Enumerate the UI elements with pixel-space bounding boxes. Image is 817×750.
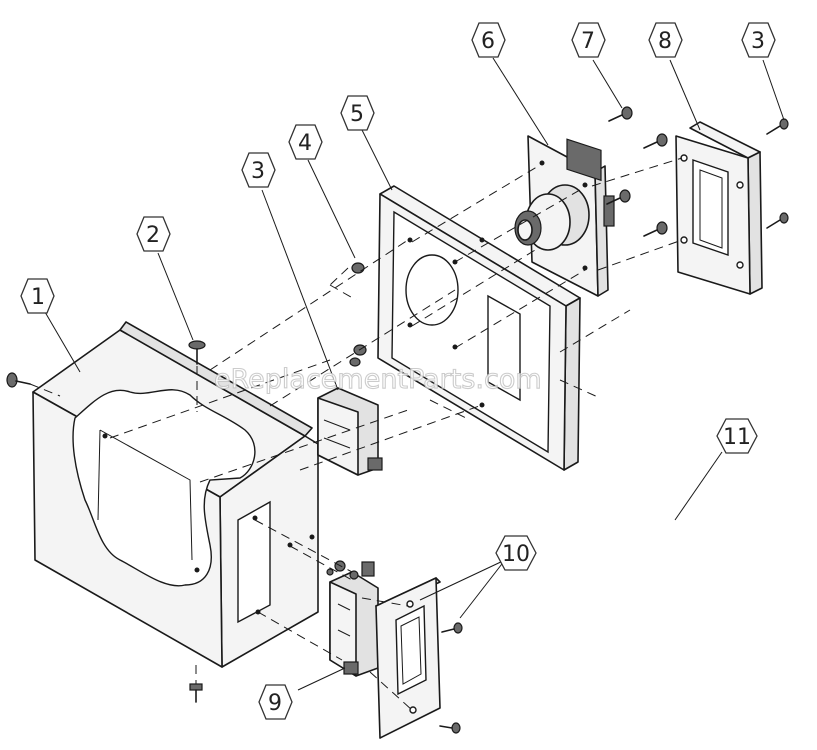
- callout-3a: 3: [241, 152, 276, 188]
- callout-8-label: 8: [658, 29, 672, 54]
- callout-2: 2: [136, 216, 171, 252]
- callout-2-label: 2: [146, 223, 160, 248]
- callout-6: 6: [471, 22, 506, 58]
- callout-3b: 3: [741, 22, 776, 58]
- callout-7-label: 7: [581, 29, 595, 54]
- callout-9-label: 9: [268, 691, 282, 716]
- callout-9: 9: [258, 684, 293, 720]
- callout-1: 1: [20, 278, 55, 314]
- callout-4-label: 4: [298, 131, 312, 156]
- part-twistlock-receptacle: [514, 135, 615, 297]
- watermark: eReplacementParts.com: [214, 364, 542, 395]
- callout-4: 4: [288, 124, 323, 160]
- callout-10: 10: [495, 535, 537, 571]
- callout-10-label: 10: [502, 542, 530, 567]
- callout-11: 11: [716, 418, 758, 454]
- callout-5-label: 5: [350, 102, 364, 127]
- callout-11-label: 11: [723, 425, 751, 450]
- enclosure-cutaway: [72, 389, 256, 587]
- callout-7: 7: [571, 22, 606, 58]
- part-electrical-box: [317, 387, 383, 476]
- callout-1-label: 1: [31, 285, 45, 310]
- screw-bottom: [189, 683, 203, 703]
- callout-8: 8: [648, 22, 683, 58]
- callout-3a-label: 3: [251, 159, 265, 184]
- screw-left: [6, 372, 31, 388]
- assembly-lines: [29, 157, 683, 711]
- part-screws-3b: [766, 118, 789, 229]
- part-panel-frame: [377, 185, 581, 471]
- part-enclosure-box: [6, 321, 319, 703]
- callout-3b-label: 3: [751, 29, 765, 54]
- part-cover-plate: [675, 121, 763, 295]
- callout-5: 5: [340, 95, 375, 131]
- part-wall-plate: [375, 577, 463, 739]
- part-screws-7: [606, 106, 668, 237]
- part-screw-top: [188, 340, 206, 412]
- callout-6-label: 6: [481, 29, 495, 54]
- leader-lines: [44, 57, 785, 691]
- round-cutout: [405, 254, 459, 326]
- part-gfci-receptacle: [326, 560, 379, 677]
